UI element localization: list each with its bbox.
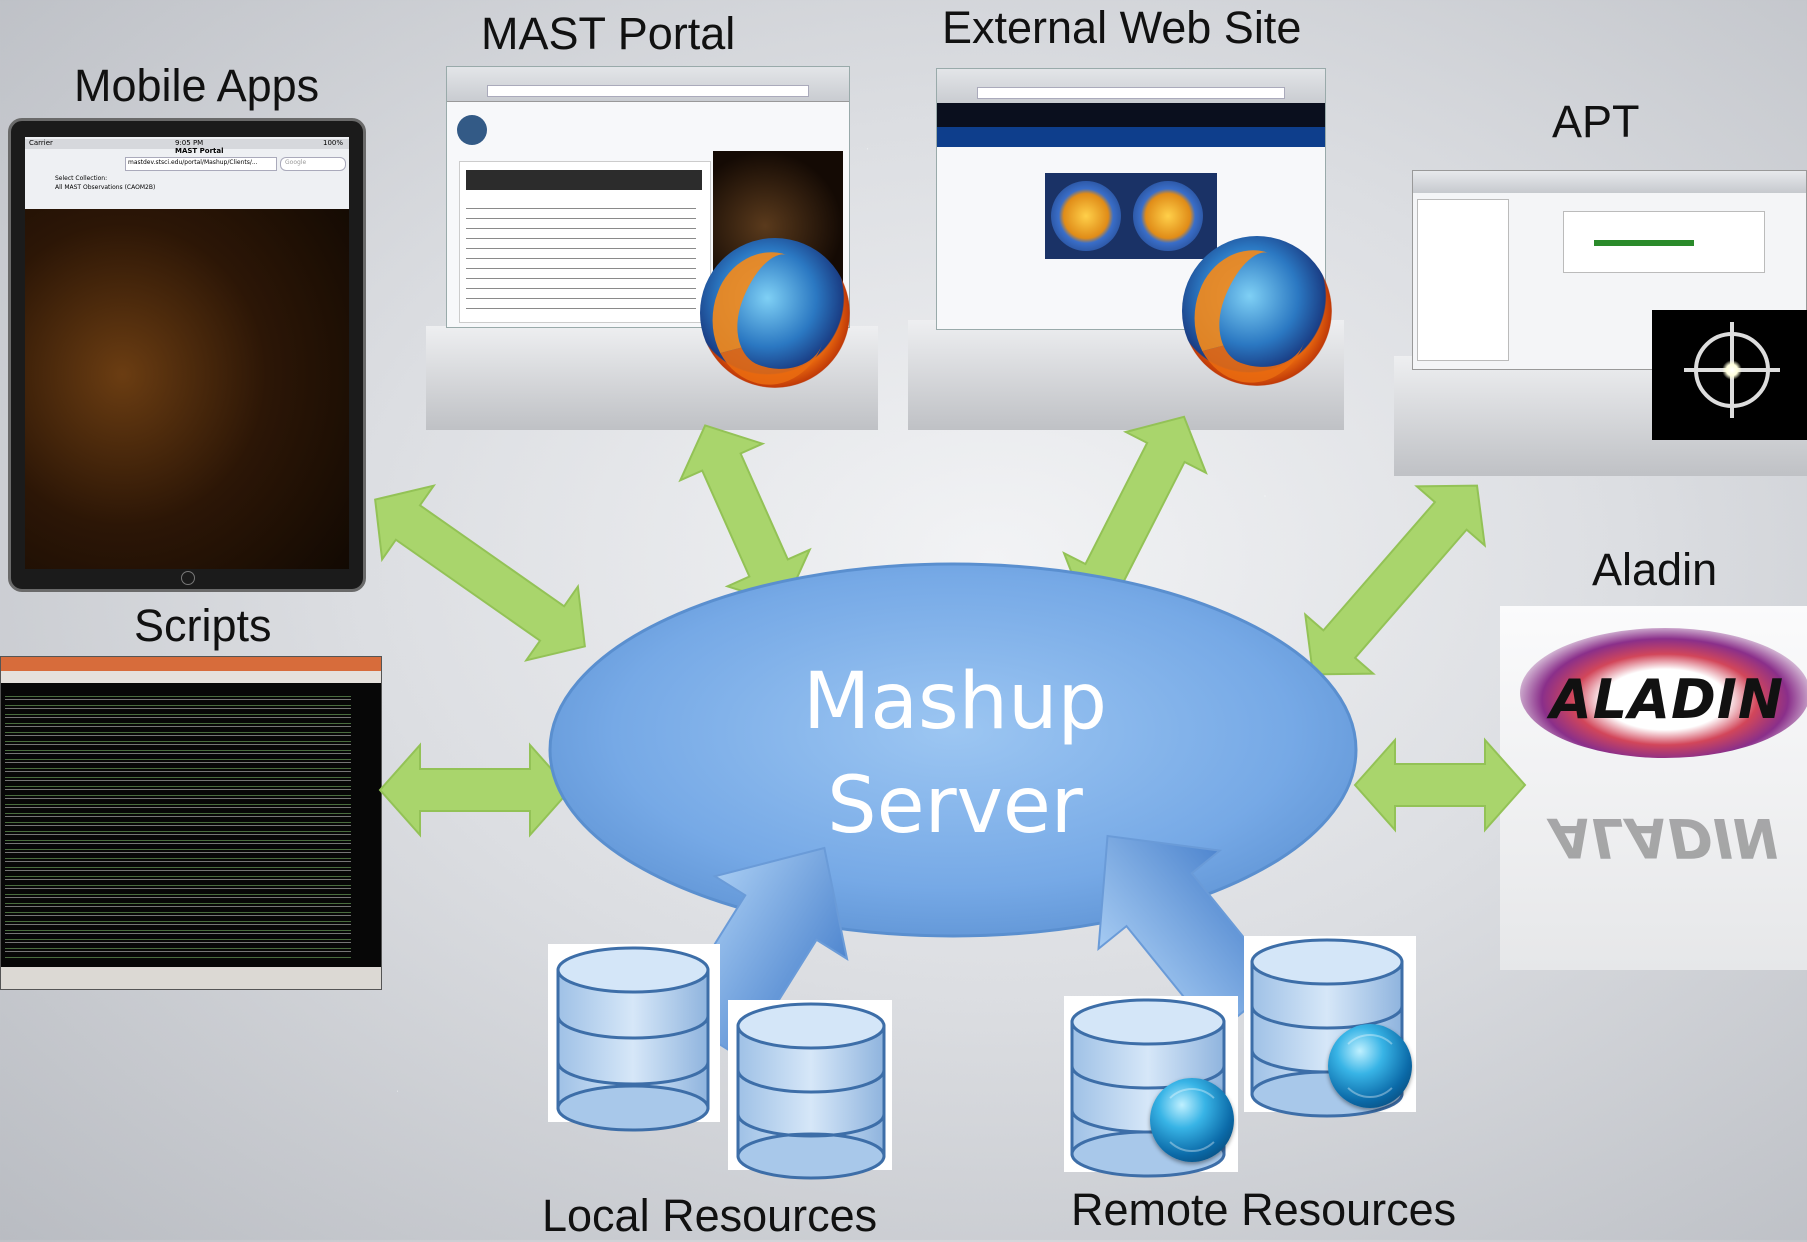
firefox-icon bbox=[700, 238, 850, 388]
arrow-apt-server bbox=[1303, 484, 1487, 676]
arrow-scripts-server bbox=[378, 742, 572, 838]
arrow-aladin-server bbox=[1353, 737, 1527, 833]
mast-browser-chrome bbox=[447, 67, 849, 102]
star-icon bbox=[1722, 360, 1742, 380]
apt-timeline-bar bbox=[1594, 240, 1694, 246]
local-resources-label: Local Resources bbox=[542, 1190, 878, 1241]
globe-icon-2 bbox=[1328, 1024, 1412, 1108]
mashup-server-line1: Mashup bbox=[802, 657, 1108, 747]
external-site-hero bbox=[1045, 173, 1217, 259]
scripts-label: Scripts bbox=[134, 600, 272, 651]
apt-target-view bbox=[1652, 310, 1807, 440]
arrow-mobile-server bbox=[374, 484, 586, 662]
tablet-status-bar bbox=[25, 139, 349, 149]
earth-diagram-left bbox=[1051, 181, 1121, 251]
tablet-collection-value[interactable]: All MAST Observations (CAOM2B) bbox=[55, 184, 156, 191]
tablet-screen: Carrier 9:05 PM 100% MAST Portal mastdev… bbox=[25, 137, 349, 569]
apt-label: APT bbox=[1552, 96, 1640, 147]
database-icon-2 bbox=[736, 1002, 886, 1180]
mobile-apps-label: Mobile Apps bbox=[74, 60, 320, 111]
mobile-app-tablet: Carrier 9:05 PM 100% MAST Portal mastdev… bbox=[8, 118, 366, 592]
external-address-bar bbox=[977, 87, 1285, 99]
terminal-window bbox=[0, 656, 382, 990]
terminal-top-panel bbox=[1, 657, 381, 671]
mast-logo-icon bbox=[457, 115, 487, 145]
tablet-url-text: mastdev.stsci.edu/portal/Mashup/Clients/… bbox=[128, 159, 258, 166]
apt-toolbar bbox=[1413, 171, 1806, 193]
mashup-server-title: Mashup Server bbox=[780, 650, 1130, 858]
aladin-logo-text: ALADIN bbox=[1550, 668, 1785, 731]
tablet-battery: 100% bbox=[322, 139, 343, 147]
earth-diagram-right bbox=[1133, 181, 1203, 251]
database-icon bbox=[556, 946, 710, 1132]
aladin-logo-panel: ALADIN ALADIN bbox=[1500, 606, 1807, 970]
aladin-label: Aladin bbox=[1592, 544, 1718, 595]
external-web-site-label: External Web Site bbox=[942, 2, 1302, 53]
tablet-search-text: Google bbox=[285, 159, 307, 166]
globe-icon bbox=[1150, 1078, 1234, 1162]
terminal-taskbar bbox=[1, 967, 381, 989]
terminal-output bbox=[5, 691, 351, 959]
mast-content-header bbox=[466, 170, 702, 190]
tablet-home-button bbox=[181, 571, 195, 585]
apt-timeline-plot bbox=[1563, 211, 1765, 273]
terminal-menu-bar bbox=[1, 671, 381, 683]
green-arrows bbox=[374, 415, 1527, 838]
tablet-select-collection: Select Collection: bbox=[55, 175, 108, 182]
mast-address-bar bbox=[487, 85, 809, 97]
tablet-search-field[interactable]: Google bbox=[280, 157, 346, 171]
tablet-carrier: Carrier bbox=[29, 139, 53, 147]
tablet-time: 9:05 PM bbox=[175, 139, 204, 147]
external-browser-chrome bbox=[937, 69, 1325, 104]
external-site-nav bbox=[937, 127, 1325, 147]
tablet-page-title: MAST Portal bbox=[175, 147, 224, 155]
tablet-browser-bar: Carrier 9:05 PM 100% MAST Portal mastdev… bbox=[25, 137, 349, 209]
mashup-server-line2: Server bbox=[827, 761, 1083, 851]
external-site-header bbox=[937, 103, 1325, 127]
aladin-swirl-graphic bbox=[1520, 628, 1807, 758]
firefox-icon-2 bbox=[1182, 236, 1332, 386]
remote-resources-label: Remote Resources bbox=[1071, 1184, 1457, 1235]
mast-content-text bbox=[466, 202, 696, 312]
tablet-url-field[interactable]: mastdev.stsci.edu/portal/Mashup/Clients/… bbox=[125, 157, 277, 171]
mast-portal-label: MAST Portal bbox=[481, 8, 736, 59]
apt-tree-panel bbox=[1417, 199, 1509, 361]
mast-content-panel bbox=[459, 161, 711, 323]
